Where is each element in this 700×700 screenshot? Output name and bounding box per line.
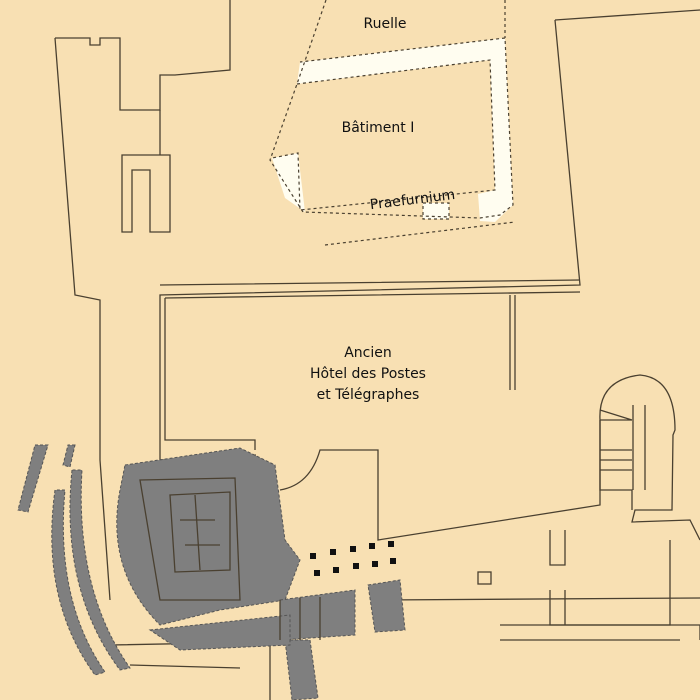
walls [54,0,700,700]
label-hotel-line3: et Télégraphes [317,387,420,403]
label-hotel-line2: Hôtel des Postes [310,366,426,382]
label-hotel-line1: Ancien [344,345,392,361]
column-bases [310,541,396,576]
label-batiment-i: Bâtiment I [342,120,415,136]
building-i [269,0,516,246]
excavated-remains [17,444,406,700]
label-ruelle: Ruelle [364,16,407,32]
